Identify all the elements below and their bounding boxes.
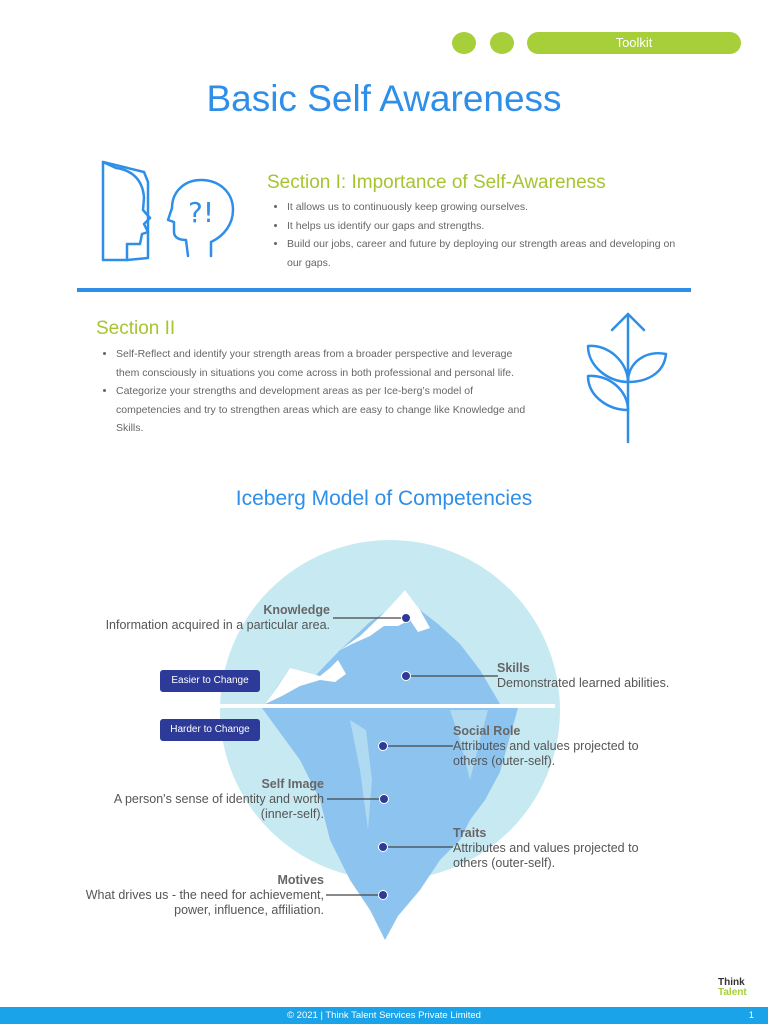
water-line bbox=[215, 704, 555, 708]
iceberg-crack bbox=[450, 710, 488, 780]
toolkit-badge: Toolkit bbox=[527, 32, 741, 54]
knowledge-desc: Information acquired in a particular are… bbox=[105, 618, 330, 632]
growth-plant-icon bbox=[586, 312, 668, 444]
svg-text:?!: ?! bbox=[188, 196, 214, 229]
knowledge-marker bbox=[401, 613, 411, 623]
section-1-bullet: It helps us identify our gaps and streng… bbox=[287, 217, 677, 236]
self-image-label: Self Image A person's sense of identity … bbox=[90, 777, 324, 822]
traits-label: Traits Attributes and values projected t… bbox=[453, 826, 663, 871]
knowledge-label: Knowledge Information acquired in a part… bbox=[80, 603, 330, 633]
footer-bar: © 2021 | Think Talent Services Private L… bbox=[0, 1007, 768, 1024]
traits-name: Traits bbox=[453, 826, 487, 840]
logo-line-1: Think bbox=[718, 977, 745, 988]
section-1-heading: Section I: Importance of Self-Awareness bbox=[267, 172, 606, 193]
skills-marker bbox=[401, 671, 411, 681]
think-talent-logo: Think Talent bbox=[718, 978, 747, 998]
iceberg-diagram bbox=[215, 540, 560, 940]
head-profile-icon: ?! bbox=[101, 160, 235, 262]
section-1-bullet: Build our jobs, career and future by dep… bbox=[287, 235, 677, 272]
iceberg-submerged bbox=[262, 708, 518, 940]
traits-marker bbox=[378, 842, 388, 852]
harder-to-change-button[interactable]: Harder to Change bbox=[160, 719, 260, 741]
section-1-list: It allows us to continuously keep growin… bbox=[268, 198, 677, 272]
motives-name: Motives bbox=[277, 873, 324, 887]
iceberg-crack bbox=[350, 720, 372, 830]
iceberg-tip-snow bbox=[340, 590, 430, 650]
motives-label: Motives What drives us - the need for ac… bbox=[80, 873, 324, 918]
social-role-label: Social Role Attributes and values projec… bbox=[453, 724, 663, 769]
section-2-bullet: Categorize your strengths and developmen… bbox=[116, 382, 530, 438]
page-title: Basic Self Awareness bbox=[206, 78, 562, 119]
self-image-desc: A person's sense of identity and worth (… bbox=[113, 792, 324, 821]
iceberg-title: Iceberg Model of Competencies bbox=[235, 487, 533, 510]
section-divider bbox=[77, 288, 691, 292]
social-role-marker bbox=[378, 741, 388, 751]
social-role-name: Social Role bbox=[453, 724, 521, 738]
easier-to-change-button[interactable]: Easier to Change bbox=[160, 670, 260, 692]
page-number: 1 bbox=[748, 1010, 754, 1021]
header-dot-2 bbox=[490, 32, 514, 54]
header-dot-1 bbox=[452, 32, 476, 54]
motives-marker bbox=[378, 890, 388, 900]
skills-label: Skills Demonstrated learned abilities. bbox=[497, 661, 697, 691]
iceberg-tip-snow-left bbox=[265, 660, 346, 704]
traits-desc: Attributes and values projected to other… bbox=[453, 841, 639, 870]
skills-desc: Demonstrated learned abilities. bbox=[497, 676, 670, 690]
footer-copyright: © 2021 | Think Talent Services Private L… bbox=[287, 1010, 481, 1021]
logo-line-2: Talent bbox=[718, 987, 747, 998]
self-image-marker bbox=[379, 794, 389, 804]
self-image-name: Self Image bbox=[261, 777, 324, 791]
social-role-desc: Attributes and values projected to other… bbox=[453, 739, 639, 768]
section-1-bullet: It allows us to continuously keep growin… bbox=[287, 198, 677, 217]
skills-name: Skills bbox=[497, 661, 530, 675]
section-2-list: Self-Reflect and identify your strength … bbox=[97, 345, 530, 438]
knowledge-name: Knowledge bbox=[263, 603, 330, 617]
section-2-bullet: Self-Reflect and identify your strength … bbox=[116, 345, 530, 382]
section-2-heading: Section II bbox=[96, 318, 176, 339]
motives-desc: What drives us - the need for achievemen… bbox=[85, 888, 324, 917]
